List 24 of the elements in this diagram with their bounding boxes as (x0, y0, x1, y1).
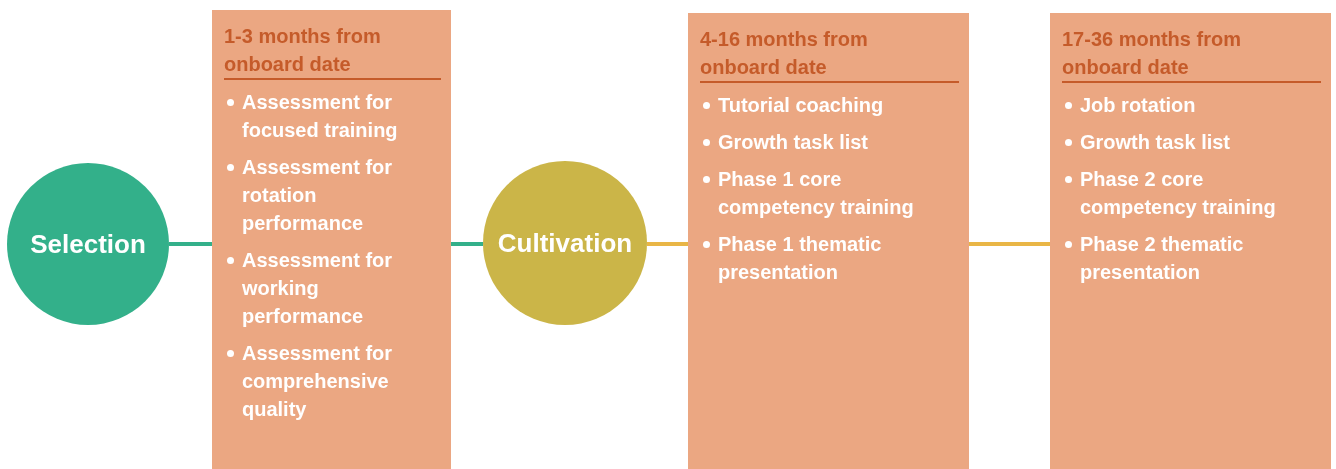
list-item: Assessment for comprehensive quality (242, 341, 394, 422)
list-item: Assessment for focused training (242, 90, 399, 143)
period-heading: 4-16 months from onboard date (700, 25, 959, 83)
stage-label: Selection (30, 228, 146, 260)
connector-line (969, 242, 1050, 246)
timeline-card (1050, 13, 1331, 469)
list-item: Tutorial coaching (718, 93, 885, 118)
connector-line (451, 242, 483, 246)
period-heading: 1-3 months from onboard date (224, 22, 441, 80)
list-item: Phase 1 thematic presentation (718, 232, 883, 285)
list-item: Growth task list (718, 130, 870, 155)
list-item: Growth task list (1080, 130, 1232, 155)
connector-line (169, 242, 212, 246)
list-item: Job rotation (1080, 93, 1197, 118)
list-item: Assessment for working performance (242, 248, 394, 329)
list-item: Phase 2 core competency training (1080, 167, 1277, 220)
period-heading: 17-36 months from onboard date (1062, 25, 1321, 83)
stage-label: Cultivation (497, 227, 633, 259)
connector-line (647, 242, 688, 246)
list-item: Phase 1 core competency training (718, 167, 915, 220)
list-item: Phase 2 thematic presentation (1080, 232, 1245, 285)
timeline-card (212, 10, 451, 469)
list-item: Assessment for rotation performance (242, 155, 394, 236)
timeline-card (688, 13, 969, 469)
